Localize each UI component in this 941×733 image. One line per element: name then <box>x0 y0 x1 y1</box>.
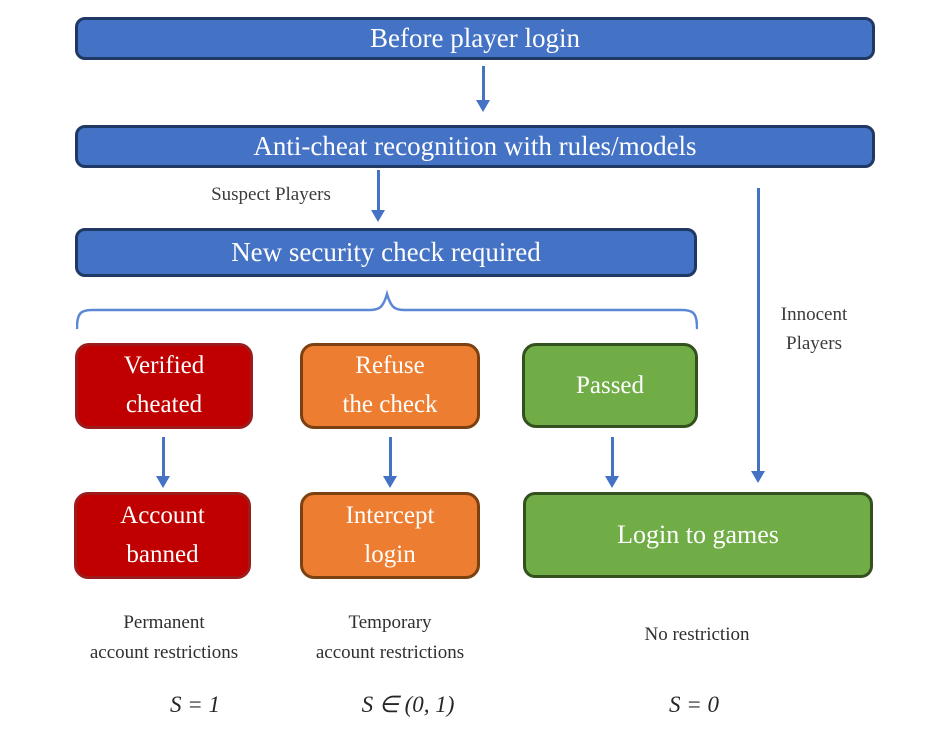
label-no-restriction: No restriction <box>644 624 750 645</box>
node-login-to-games: Login to games <box>523 492 873 578</box>
arrow-shaft <box>610 437 614 477</box>
arrow-innocent-players <box>751 188 765 483</box>
arrow-head-icon <box>476 100 490 112</box>
curly-brace <box>76 289 698 330</box>
arrow-head-icon <box>751 471 765 483</box>
label-suspect-players: Suspect Players <box>211 184 331 205</box>
arrow-head-icon <box>156 476 170 488</box>
node-verified-cheated: Verified cheated <box>75 343 253 429</box>
arrow-head-icon <box>383 476 397 488</box>
arrow-refuse-to-intercept <box>383 437 397 488</box>
arrow-verified-to-banned <box>156 437 170 488</box>
node-anti-cheat-recognition: Anti-cheat recognition with rules/models <box>75 125 875 168</box>
arrow-head-icon <box>605 476 619 488</box>
arrow-shaft <box>376 170 380 211</box>
arrow-suspect-players <box>371 170 385 222</box>
formula-s-in-0-1: S ∈ (0, 1) <box>361 692 455 717</box>
arrow-head-icon <box>371 210 385 222</box>
formula-s-equals-1: S = 1 <box>169 692 221 717</box>
formula-s-equals-0: S = 0 <box>668 692 720 717</box>
label-permanent-restrictions: Permanent account restrictions <box>89 612 239 663</box>
node-before-player-login: Before player login <box>75 17 875 60</box>
arrow-before-to-anticheat <box>476 66 490 112</box>
node-account-banned: Account banned <box>74 492 251 579</box>
node-new-security-check: New security check required <box>75 228 697 277</box>
arrow-shaft <box>756 188 760 472</box>
label-innocent-players: Innocent Players <box>780 304 848 354</box>
arrow-passed-to-login <box>605 437 619 488</box>
arrow-shaft <box>388 437 392 477</box>
arrow-shaft <box>481 66 485 101</box>
label-temporary-restrictions: Temporary account restrictions <box>315 612 465 663</box>
arrow-shaft <box>161 437 165 477</box>
node-passed: Passed <box>522 343 698 428</box>
node-intercept-login: Intercept login <box>300 492 480 579</box>
node-refuse-the-check: Refuse the check <box>300 343 480 429</box>
